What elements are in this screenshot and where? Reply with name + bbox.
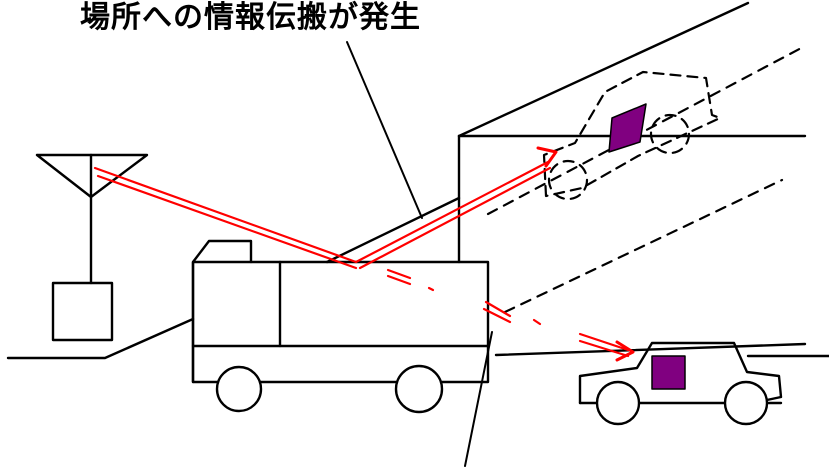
dashed-line-lower [503,178,784,314]
signal-antenna-to-truck-a [93,166,358,264]
hidden-car-device-icon [608,103,647,153]
signal-truck-to-upper-b [358,166,552,270]
truck-roof-slant [325,196,461,264]
hidden-car-wheel-rear [649,113,691,155]
signal-reflect-b [386,274,412,286]
signal-arrowheads [536,146,635,362]
hidden-car-body [542,70,722,198]
left-ground-line [6,317,195,360]
visible-car-wheel-front [595,380,641,426]
arrow-to-visible-car-icon [615,340,635,362]
signal-to-car-b [578,339,630,358]
truck-wheel-front [215,365,263,413]
visible-car-device-icon [651,355,686,390]
signal-low-b [482,307,512,324]
visible-car [578,341,783,426]
signal-low-a [484,300,512,318]
signal-truck-to-upper-a [354,160,550,264]
diagram-caption: 場所への情報伝搬が発生 [80,0,421,35]
dashed-line-upper [486,44,807,216]
hidden-car-wheel-front [547,159,589,201]
signal-mid-a [427,286,435,292]
truck-body [191,260,490,384]
visible-car-wheel-rear [723,380,769,426]
dashed-lines [486,44,807,314]
antenna-base-box [51,281,114,342]
building-roof-slant [457,1,750,138]
hidden-car [542,70,722,201]
signal-to-car-a [578,332,630,352]
building-base-line [494,342,807,357]
road-lines [6,317,829,360]
antenna-mast [35,153,149,342]
visible-car-body [578,341,783,405]
truck-wheel-rear [394,364,444,414]
truck-icon [191,196,490,414]
signal-low-c [532,318,542,326]
signal-paths [93,160,630,358]
signal-reflect-a [386,268,412,280]
signal-antenna-to-truck-b [96,174,358,270]
leader-line-upper [346,41,423,219]
arrow-to-hidden-car-icon [536,146,558,168]
